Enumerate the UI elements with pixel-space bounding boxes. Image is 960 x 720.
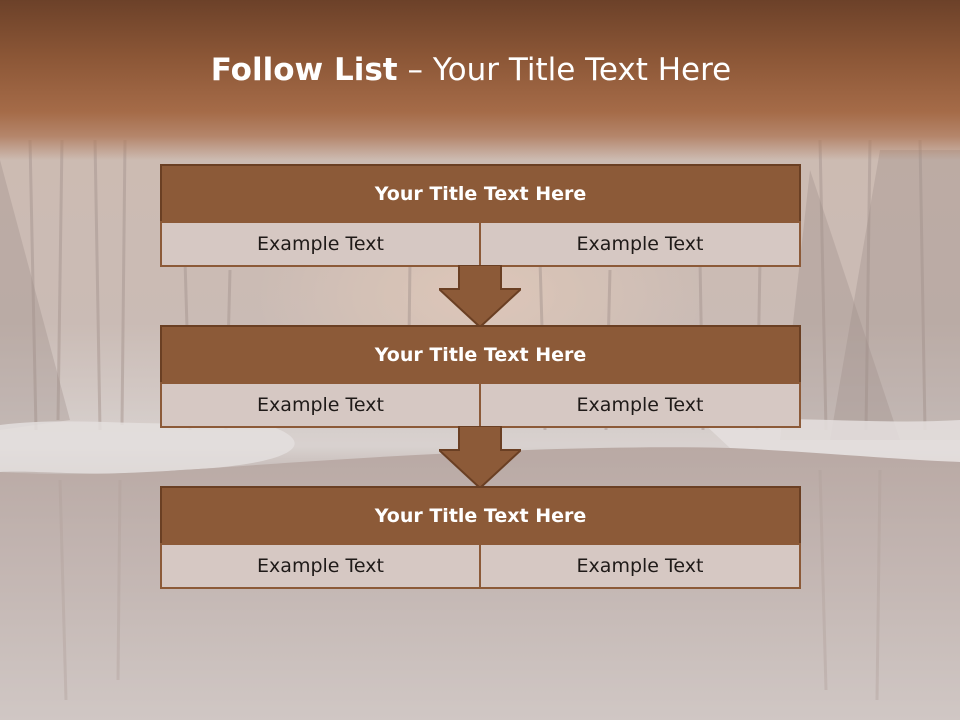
block-title: Your Title Text Here — [160, 325, 801, 384]
block-cell-right: Example Text — [479, 543, 801, 589]
down-arrow-icon — [439, 265, 521, 329]
slide-title-rest: – Your Title Text Here — [397, 52, 732, 88]
block-cell-right: Example Text — [479, 382, 801, 428]
block-cell-left: Example Text — [160, 221, 481, 267]
block-title: Your Title Text Here — [160, 164, 801, 223]
down-arrow-icon — [439, 426, 521, 490]
slide-title: Follow List – Your Title Text Here — [0, 52, 942, 88]
block-cell-right: Example Text — [479, 221, 801, 267]
slide-title-bold: Follow List — [210, 52, 398, 88]
block-title: Your Title Text Here — [160, 486, 801, 545]
header-band — [0, 0, 960, 160]
block-cell-left: Example Text — [160, 543, 481, 589]
block-cell-left: Example Text — [160, 382, 481, 428]
